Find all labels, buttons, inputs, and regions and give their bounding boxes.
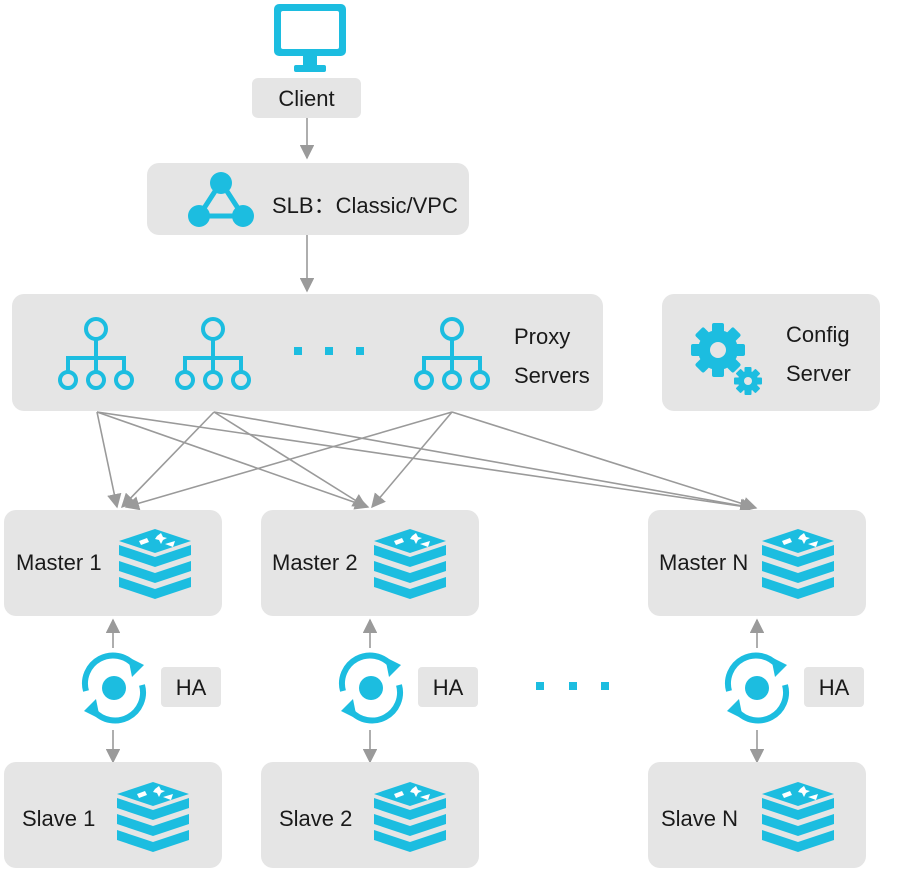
arrow-p1-mn bbox=[96, 411, 755, 514]
arrow-p1-m2 bbox=[96, 411, 370, 510]
slave-n-node[interactable] bbox=[648, 762, 866, 868]
slave-2-label: Slave 2 bbox=[279, 806, 353, 831]
proxy-tree-icon bbox=[58, 317, 134, 390]
ha-badge-n bbox=[804, 667, 864, 707]
slb-label: SLB：Classic/VPC bbox=[272, 193, 458, 218]
monitor-icon bbox=[274, 4, 346, 72]
proxy-tree-icon bbox=[175, 317, 251, 390]
ha-n-label: HA bbox=[818, 675, 850, 700]
arrow-p3-m2 bbox=[371, 411, 453, 509]
config-label-line1: Config bbox=[786, 322, 850, 347]
redis-stack-icon bbox=[374, 529, 446, 599]
proxy-servers-node[interactable] bbox=[12, 294, 603, 411]
arrow-p3-mn bbox=[451, 411, 758, 511]
slave-2-node[interactable] bbox=[261, 762, 479, 868]
ellipsis-dots bbox=[294, 347, 364, 355]
slave-1-node[interactable] bbox=[4, 762, 222, 868]
client-node[interactable] bbox=[252, 78, 361, 118]
redis-stack-icon bbox=[762, 782, 834, 852]
redis-stack-icon bbox=[762, 529, 834, 599]
arrow-p3-m1 bbox=[124, 411, 453, 511]
ha-2-label: HA bbox=[432, 675, 464, 700]
arrow-p2-mn bbox=[213, 411, 756, 513]
redis-stack-icon bbox=[374, 782, 446, 852]
client-label: Client bbox=[278, 86, 335, 111]
proxy-label-line2: Servers bbox=[514, 363, 590, 388]
redis-stack-icon bbox=[117, 782, 189, 852]
proxy-label-line1: Proxy bbox=[514, 324, 571, 349]
master-n-label: Master N bbox=[659, 550, 749, 575]
redis-stack-icon bbox=[119, 529, 191, 599]
arrow-p2-m1 bbox=[120, 411, 215, 509]
proxy-tree-icon bbox=[414, 317, 490, 390]
master-2-label: Master 2 bbox=[272, 550, 358, 575]
ha-badge-2 bbox=[418, 667, 478, 707]
arrow-p1-m1 bbox=[96, 411, 122, 509]
sync-icon bbox=[724, 652, 790, 724]
ha-1-label: HA bbox=[175, 675, 207, 700]
config-label-line2: Server bbox=[786, 361, 851, 386]
sync-icon bbox=[338, 652, 404, 724]
ha-badge-1 bbox=[161, 667, 221, 707]
master-1-label: Master 1 bbox=[16, 550, 102, 575]
network-icon bbox=[188, 172, 254, 227]
ellipsis-dots bbox=[536, 682, 609, 690]
slave-1-label: Slave 1 bbox=[22, 806, 96, 831]
sync-icon bbox=[81, 652, 147, 724]
slave-n-label: Slave N bbox=[661, 806, 739, 831]
gear-icon bbox=[691, 323, 762, 395]
